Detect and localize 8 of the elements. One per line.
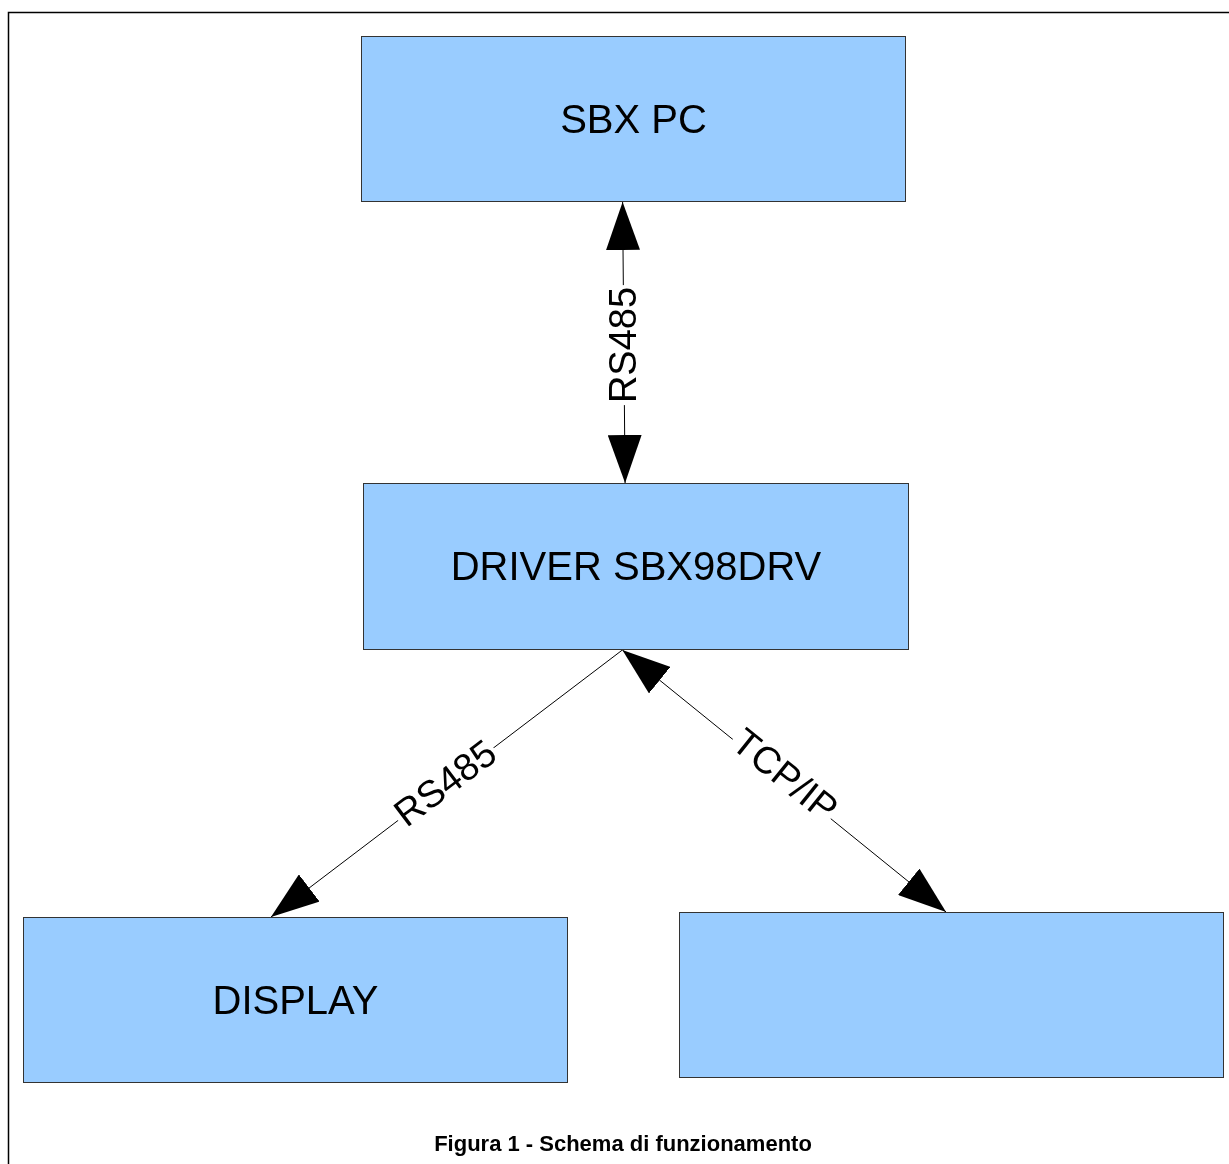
box-label: DRIVER SBX98DRV [450,544,822,589]
figure-caption: Figura 1 - Schema di funzionamento [433,1131,813,1157]
process-box [23,917,568,1083]
box-label: SBX PC [560,96,707,142]
box-label: DISPLAY [212,977,379,1023]
process-box [363,483,909,650]
process-box [361,36,906,202]
process-box [679,912,1224,1078]
